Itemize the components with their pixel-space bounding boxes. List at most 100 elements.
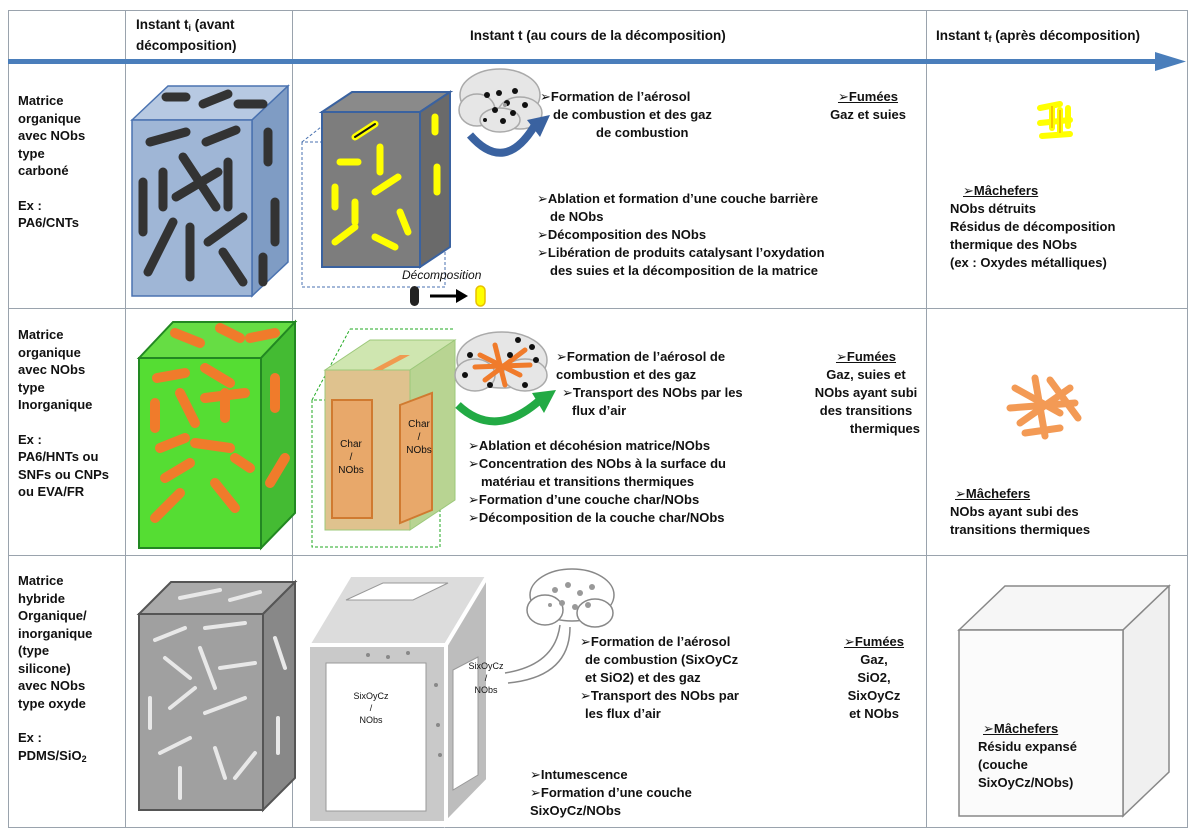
panel-label-front: SixOyCz / NObs xyxy=(346,690,396,726)
row-label-line: type xyxy=(18,145,45,161)
row-label-line: PDMS/SiO2 xyxy=(18,747,92,769)
header-text: Instant t xyxy=(936,28,989,43)
row-label-line: Inorganique xyxy=(18,397,93,412)
grid-line xyxy=(8,10,9,828)
decomposition-label: Décomposition xyxy=(402,268,482,282)
text-line: thermiques xyxy=(849,421,920,436)
header-instant-ti: Instant ti (avant décomposition) xyxy=(136,16,286,54)
residue-orange xyxy=(1006,374,1082,440)
machefers-title: ➢Mâchefers xyxy=(955,486,1031,501)
row-label-line: avec NObs xyxy=(18,128,86,143)
text-line: ➢Concentration des NObs à la surface du xyxy=(468,456,726,471)
text-line: de combustion et des gaz xyxy=(553,107,712,122)
header-instant-tf: Instant tf (après décomposition) xyxy=(936,27,1140,48)
text-line: ➢Transport des NObs par xyxy=(580,688,739,703)
text-line: NObs ayant subi des xyxy=(950,504,1079,519)
row2-label: Matrice organique avec NObs type Inorgan… xyxy=(18,326,109,501)
grid-line xyxy=(8,827,1188,828)
inorganic-matrix-cube xyxy=(136,319,298,551)
grid-line xyxy=(8,308,1188,309)
panel-label-side: SixOyCz / NObs xyxy=(466,660,506,696)
text-line: Gaz et suies xyxy=(830,107,906,122)
silicone-matrix-cube xyxy=(136,579,298,813)
text-line: transitions thermiques xyxy=(950,522,1091,537)
text-line: SiO2, xyxy=(857,670,891,685)
row-label-line: PA6/HNTs ou xyxy=(18,449,99,464)
header-text: (après décomposition) xyxy=(991,28,1141,43)
row-label-spacer xyxy=(18,414,109,431)
grid-line xyxy=(1187,10,1188,828)
residue-yellow xyxy=(1037,101,1073,139)
grid-line xyxy=(8,555,1188,556)
text-line: (couche xyxy=(978,757,1028,772)
row1-label: Matrice organique avec NObs type carboné… xyxy=(18,92,85,232)
row-label-line: type oxyde xyxy=(18,695,86,711)
text-line: SixOyCz xyxy=(353,691,389,701)
row-label-line: Matrice xyxy=(18,327,64,342)
text-line: matériau et transitions thermiques xyxy=(481,474,695,489)
text-line: SixOyCz xyxy=(847,688,901,703)
text-line: ➢Ablation et formation d’une couche barr… xyxy=(537,191,819,206)
row-label-line: ou EVA/FR xyxy=(18,484,85,499)
row-label-line: carboné xyxy=(18,163,69,178)
carbon-matrix-cube xyxy=(130,84,290,298)
grid-line xyxy=(8,10,1188,11)
text-line: de NObs xyxy=(550,209,604,224)
text-line: ➢Formation de l’aérosol de xyxy=(556,349,726,364)
row-label-line: inorganique xyxy=(18,625,93,641)
text-line: ➢Transport des NObs par les xyxy=(562,385,743,400)
machefers-title: ➢Mâchefers xyxy=(983,721,1059,736)
row1-machefers: ➢Mâchefers NObs détruits Résidus de déco… xyxy=(950,182,1115,272)
row3-label: Matrice hybride Organique/ inorganique (… xyxy=(18,572,92,768)
header-instant-t: Instant t (au cours de la décomposition) xyxy=(470,28,726,43)
row2-machefers: ➢Mâchefers NObs ayant subi des transitio… xyxy=(950,485,1090,539)
text-line: ➢Ablation et décohésion matrice/NObs xyxy=(468,438,711,453)
text-line: ➢Formation de l’aérosol xyxy=(580,634,731,649)
row3-machefers: ➢Mâchefers Résidu expansé (couche SixOyC… xyxy=(978,720,1077,792)
text-line: de combustion (SixOyCz xyxy=(585,652,739,667)
text-line: des transitions xyxy=(819,403,913,418)
row-label-line: Organique/ xyxy=(18,608,87,623)
text-line: ➢Décomposition des NObs xyxy=(537,227,707,242)
text-line: des suies et la décomposition de la matr… xyxy=(550,263,819,278)
text-line: et NObs xyxy=(849,706,899,721)
text-line: ➢Libération de produits catalysant l’oxy… xyxy=(537,245,825,260)
text-line: flux d’air xyxy=(572,403,627,418)
text-line: NObs détruits xyxy=(950,201,1036,216)
char-label-front: Char / NObs xyxy=(331,438,371,477)
text-line: / xyxy=(484,673,488,683)
row2-fumees: ➢Fumées Gaz, suies et NObs ayant subi de… xyxy=(812,348,920,438)
smoke-cloud-grey xyxy=(504,568,615,684)
row-label-line: silicone) xyxy=(18,660,71,676)
header-text: Instant t xyxy=(136,17,189,32)
text-line: ➢Formation d’une couche char/NObs xyxy=(468,492,700,507)
row3-bullets: ➢Intumescence ➢Formation d’une couche Si… xyxy=(530,766,692,820)
text-line: NObs xyxy=(406,445,432,456)
text-line: Résidus de décomposition xyxy=(950,219,1116,234)
timeline-arrow xyxy=(8,52,1186,71)
text-line: PDMS/SiO xyxy=(18,747,82,763)
text-line: combustion et des gaz xyxy=(556,367,697,382)
text-line: et SiO2) et des gaz xyxy=(585,670,701,685)
fumees-title: ➢Fumées xyxy=(835,349,897,364)
row-label-line: SNFs ou CNPs xyxy=(18,466,110,482)
row-label-line: type xyxy=(18,379,45,395)
row-label-line: organique xyxy=(18,344,81,360)
text-line: SixOyCz/NObs) xyxy=(978,775,1074,790)
row2-bullets: ➢Ablation et décohésion matrice/NObs ➢Co… xyxy=(468,437,726,527)
text-line: / xyxy=(417,432,421,443)
row-label-line: Ex : xyxy=(18,431,42,447)
header-text: (avant décomposition) xyxy=(136,17,237,53)
char-layer-cube xyxy=(311,328,457,548)
text-line: NObs xyxy=(359,715,383,725)
text-line: Gaz, xyxy=(860,652,888,667)
text-line: SixOyCz xyxy=(468,661,504,671)
header-subscript: f xyxy=(988,34,992,44)
smoke-cloud xyxy=(458,68,550,157)
row-label-line: hybride xyxy=(18,590,65,606)
row2-aerosol: ➢Formation de l’aérosol de combustion et… xyxy=(556,348,743,420)
text-line: Résidu expansé xyxy=(978,739,1077,754)
char-label-side: Char / NObs xyxy=(402,418,436,457)
fumees-title: ➢Fumées xyxy=(837,89,899,104)
row-label-line: avec NObs xyxy=(18,362,86,377)
